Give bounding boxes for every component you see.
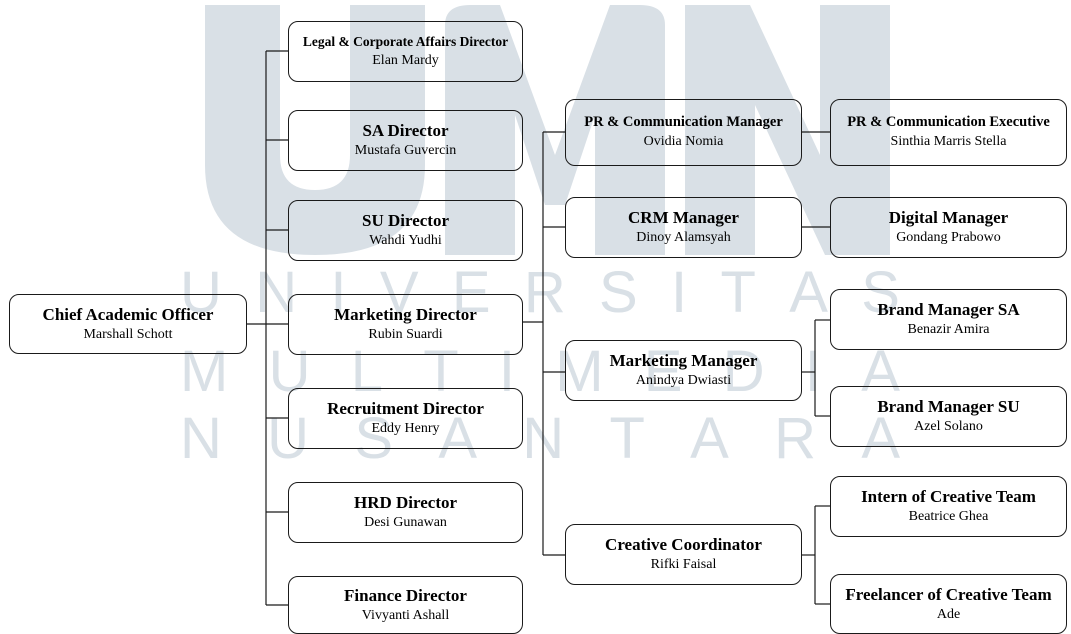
- org-box-brand-manager-sa: Brand Manager SA Benazir Amira: [830, 289, 1067, 350]
- box-name: Vivyanti Ashall: [361, 607, 450, 623]
- box-name: Dinoy Alamsyah: [636, 230, 731, 245]
- box-name: Eddy Henry: [371, 421, 440, 436]
- box-title: Intern of Creative Team: [861, 487, 1036, 506]
- org-box-marketing-director: Marketing Director Rubin Suardi: [288, 294, 523, 355]
- box-name: Sinthia Marris Stella: [890, 134, 1007, 149]
- org-box-pr-communication-manager: PR & Communication Manager Ovidia Nomia: [565, 99, 802, 166]
- org-box-legal-director: Legal & Corporate Affairs Director Elan …: [288, 21, 523, 82]
- org-box-creative-coordinator: Creative Coordinator Rifki Faisal: [565, 524, 802, 585]
- org-box-chief-academic-officer: Chief Academic Officer Marshall Schott: [9, 294, 247, 354]
- box-title: Freelancer of Creative Team: [845, 584, 1052, 604]
- box-name: Desi Gunawan: [364, 515, 447, 530]
- box-title: PR & Communication Executive: [847, 114, 1050, 130]
- org-box-su-director: SU Director Wahdi Yudhi: [288, 200, 523, 261]
- box-name: Azel Solano: [914, 419, 983, 434]
- box-name: Elan Mardy: [372, 52, 439, 68]
- box-name: Anindya Dwiasti: [635, 373, 732, 388]
- box-title: Recruitment Director: [327, 399, 484, 418]
- box-name: Wahdi Yudhi: [369, 233, 442, 248]
- box-name: Rifki Faisal: [650, 557, 717, 572]
- org-box-brand-manager-su: Brand Manager SU Azel Solano: [830, 386, 1067, 447]
- box-title: Brand Manager SA: [877, 300, 1020, 319]
- box-title: Chief Academic Officer: [42, 304, 214, 324]
- org-box-finance-director: Finance Director Vivyanti Ashall: [288, 576, 523, 634]
- box-title: Brand Manager SU: [877, 397, 1020, 416]
- box-title: HRD Director: [353, 493, 458, 512]
- org-box-digital-manager: Digital Manager Gondang Prabowo: [830, 197, 1067, 258]
- org-box-hrd-director: HRD Director Desi Gunawan: [288, 482, 523, 543]
- box-title: Creative Coordinator: [605, 535, 762, 554]
- box-name: Beatrice Ghea: [908, 509, 989, 524]
- box-title: PR & Communication Manager: [584, 114, 783, 130]
- box-title: Marketing Director: [334, 305, 477, 324]
- org-box-recruitment-director: Recruitment Director Eddy Henry: [288, 388, 523, 449]
- box-title: SA Director: [362, 121, 449, 140]
- org-box-crm-manager: CRM Manager Dinoy Alamsyah: [565, 197, 802, 258]
- box-title: SU Director: [361, 211, 450, 230]
- box-name: Ade: [936, 606, 961, 622]
- org-box-marketing-manager: Marketing Manager Anindya Dwiasti: [565, 340, 802, 401]
- box-title: Marketing Manager: [609, 351, 758, 370]
- box-name: Mustafa Guvercin: [354, 143, 457, 158]
- box-name: Marshall Schott: [83, 326, 173, 342]
- org-box-pr-communication-executive: PR & Communication Executive Sinthia Mar…: [830, 99, 1067, 166]
- org-box-sa-director: SA Director Mustafa Guvercin: [288, 110, 523, 171]
- box-title: Finance Director: [344, 585, 467, 605]
- box-name: Ovidia Nomia: [643, 134, 724, 149]
- box-name: Benazir Amira: [907, 322, 990, 337]
- box-name: Gondang Prabowo: [896, 230, 1001, 245]
- box-title: Legal & Corporate Affairs Director: [302, 33, 509, 49]
- box-title: CRM Manager: [628, 208, 739, 227]
- org-box-intern-creative-team: Intern of Creative Team Beatrice Ghea: [830, 476, 1067, 537]
- org-box-freelancer-creative-team: Freelancer of Creative Team Ade: [830, 574, 1067, 634]
- box-title: Digital Manager: [888, 208, 1009, 227]
- box-name: Rubin Suardi: [368, 327, 443, 342]
